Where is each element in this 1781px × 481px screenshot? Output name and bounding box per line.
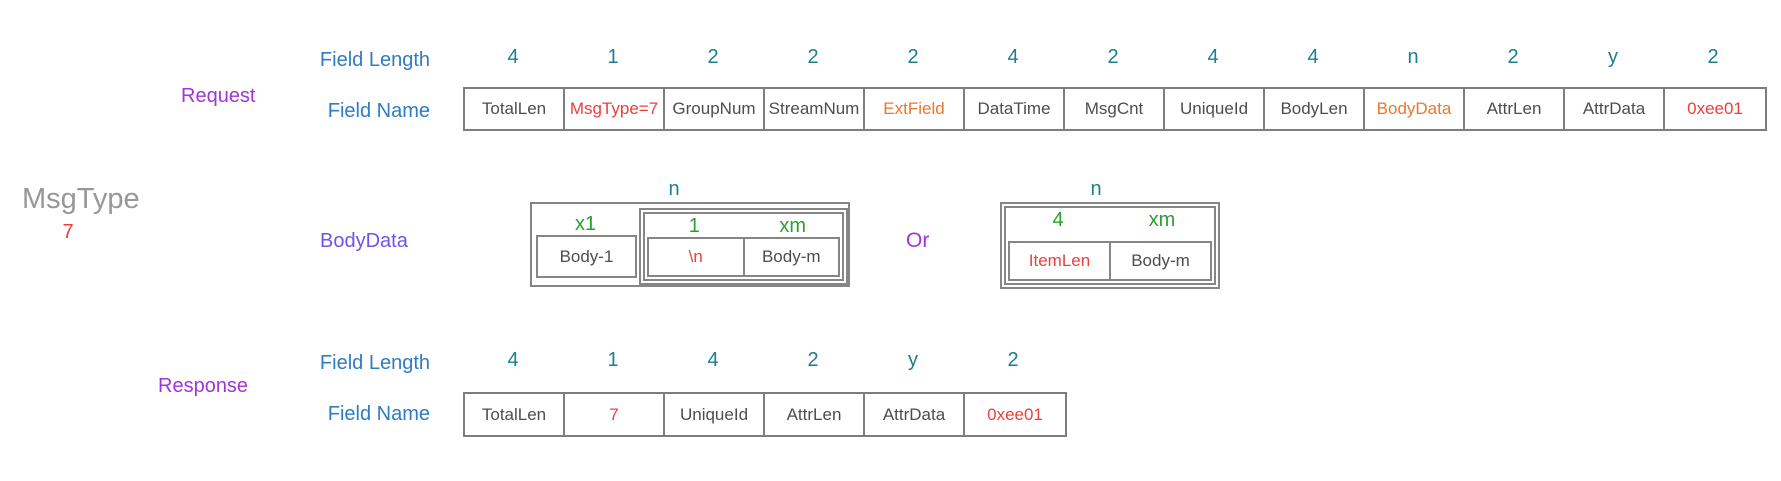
- response-field-length-5: 2: [1007, 349, 1019, 371]
- request-field-length-6: 2: [1107, 46, 1119, 68]
- response-field-length-4: y: [908, 349, 918, 371]
- response-cell-uniqueid: UniqueId: [665, 394, 765, 435]
- response-section-label: Response: [158, 375, 249, 397]
- request-cell-msgtype: MsgType=7: [565, 89, 665, 129]
- response-cell-msgtype7: 7: [565, 394, 665, 435]
- request-field-length-7: 4: [1207, 46, 1219, 68]
- response-field-length-row: 4 1 4 2 y 2: [463, 349, 1063, 372]
- response-cell-attrlen: AttrLen: [765, 394, 865, 435]
- bodym2-cell: Body-m: [1109, 243, 1210, 279]
- response-field-length-1: 1: [607, 349, 619, 371]
- newline-length-label: 1: [688, 215, 700, 237]
- itemlen-length-label: 4: [1052, 209, 1064, 231]
- response-cell-totallen: TotalLen: [465, 394, 565, 435]
- response-field-table: TotalLen 7 UniqueId AttrLen AttrData 0xe…: [463, 392, 1067, 437]
- request-field-length-9: n: [1407, 46, 1419, 68]
- request-cell-uniqueid: UniqueId: [1165, 89, 1265, 129]
- response-field-length-0: 4: [507, 349, 519, 371]
- option2-length-row: 4 xm: [1006, 209, 1214, 232]
- bodydata-option1-group-box: 1 xm \n Body-m: [639, 208, 848, 285]
- bodydata-option1-count-label: n: [668, 178, 680, 200]
- response-field-length-3: 2: [807, 349, 819, 371]
- bodym2-length-label: xm: [1148, 209, 1176, 231]
- request-cell-attrdata: AttrData: [1565, 89, 1665, 129]
- bodydata-label: BodyData: [320, 230, 408, 252]
- request-field-length-12: 2: [1707, 46, 1719, 68]
- request-field-length-10: 2: [1507, 46, 1519, 68]
- request-cell-msgcnt: MsgCnt: [1065, 89, 1165, 129]
- request-cell-groupnum: GroupNum: [665, 89, 765, 129]
- response-field-length-label: Field Length: [319, 352, 430, 374]
- request-cell-streamnum: StreamNum: [765, 89, 865, 129]
- bodydata-option2-box: 4 xm ItemLen Body-m: [1000, 202, 1220, 289]
- body1-length-label: x1: [574, 213, 597, 235]
- request-field-length-8: 4: [1307, 46, 1319, 68]
- request-field-length-11: y: [1608, 46, 1618, 68]
- or-label: Or: [906, 229, 930, 252]
- request-field-length-0: 4: [507, 46, 519, 68]
- response-field-length-2: 4: [707, 349, 719, 371]
- request-cell-bodydata: BodyData: [1365, 89, 1465, 129]
- request-cell-attrlen: AttrLen: [1465, 89, 1565, 129]
- bodym-cell: Body-m: [742, 239, 839, 275]
- option1-group-cells: \n Body-m: [647, 237, 840, 277]
- itemlen-cell: ItemLen: [1028, 251, 1091, 270]
- request-field-name-label: Field Name: [327, 100, 430, 122]
- request-field-length-1: 1: [607, 46, 619, 68]
- bodydata-option2-count-label: n: [1090, 178, 1102, 200]
- response-cell-0xee01: 0xee01: [987, 404, 1043, 424]
- request-field-table: TotalLen MsgType=7 GroupNum StreamNum Ex…: [463, 87, 1767, 131]
- bodym-length-label: xm: [779, 215, 807, 237]
- bodydata-option2-inner: 4 xm ItemLen Body-m: [1004, 206, 1216, 285]
- request-cell-0xee01: 0xee01: [1687, 99, 1743, 118]
- msgtype-label: MsgType: [22, 183, 140, 215]
- bodydata-option1-group-inner: 1 xm \n Body-m: [643, 212, 844, 281]
- newline-cell: \n: [688, 247, 703, 266]
- option2-cells: ItemLen Body-m: [1008, 241, 1212, 281]
- request-cell-bodylen: BodyLen: [1265, 89, 1365, 129]
- request-cell-datatime: DataTime: [965, 89, 1065, 129]
- request-cell-extfield: ExtField: [865, 89, 965, 129]
- request-section-label: Request: [181, 85, 256, 107]
- request-field-length-5: 4: [1007, 46, 1019, 68]
- response-field-name-label: Field Name: [327, 403, 430, 425]
- msgtype-value: 7: [62, 221, 74, 243]
- request-field-length-4: 2: [907, 46, 919, 68]
- body1-cell: Body-1: [536, 235, 637, 278]
- request-field-length-2: 2: [707, 46, 719, 68]
- response-cell-attrdata: AttrData: [865, 394, 965, 435]
- request-cell-totallen: TotalLen: [465, 89, 565, 129]
- option1-group-length-row: 1 xm: [645, 215, 842, 238]
- request-field-length-3: 2: [807, 46, 819, 68]
- request-field-length-label: Field Length: [319, 49, 430, 71]
- bodydata-option1-box: x1 Body-1 1 xm \n Body-m: [530, 202, 850, 287]
- request-field-length-row: 4 1 2 2 2 4 2 4 4 n 2 y 2: [463, 46, 1763, 69]
